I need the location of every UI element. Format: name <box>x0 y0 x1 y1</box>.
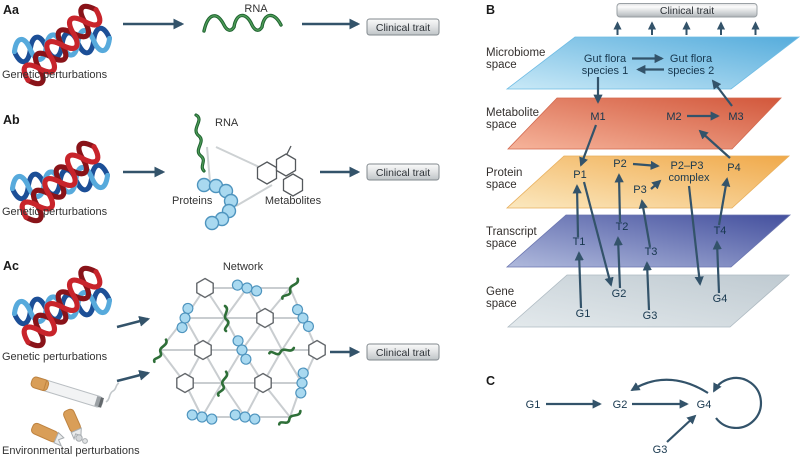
metabolite-node-icon <box>176 372 194 394</box>
gut-flora-1-label2: species 1 <box>582 65 628 77</box>
network-edge <box>201 382 223 418</box>
clinical-trait-label: Clinical trait <box>376 22 430 34</box>
dna-icon <box>13 264 111 350</box>
network-edge <box>221 382 246 418</box>
metabolite-node-icon <box>256 307 274 329</box>
node-p4: P4 <box>727 162 740 174</box>
environmental-perturbations-caption: Environmental perturbations <box>2 445 140 457</box>
clinical-trait-label: Clinical trait <box>376 347 430 359</box>
node-m2: M2 <box>666 111 681 123</box>
panel-b-arrows <box>572 53 733 311</box>
gene-space-label2: space <box>486 298 517 310</box>
metabolite-layer <box>507 97 782 150</box>
node-p2-p3-complex: P2–P3 <box>670 160 703 172</box>
metabolite-node-icon <box>194 339 212 361</box>
clinical-trait-box: Clinical trait <box>366 343 440 361</box>
gut-flora-1-label: Gut flora <box>584 53 627 65</box>
node-t3: T3 <box>645 246 658 258</box>
network-edge <box>224 287 248 319</box>
transcript-space-label: Transcript <box>486 226 537 238</box>
metabolite-space-label2: space <box>486 119 517 131</box>
connector-line <box>235 184 273 207</box>
panel-b: B Clinical trait Microbiome space Metabo… <box>486 3 800 328</box>
genetic-perturbations-caption: Genetic perturbations <box>2 69 108 81</box>
rna-label: RNA <box>244 3 268 15</box>
network-edge <box>281 317 304 351</box>
arrow-g3-g4 <box>666 414 697 443</box>
metabolite-space-label: Metabolite <box>486 107 539 119</box>
gut-flora-2-label: Gut flora <box>670 53 713 65</box>
node-t4: T4 <box>714 225 727 237</box>
node-g1: G1 <box>526 399 541 411</box>
microbiome-layer <box>505 36 800 90</box>
panel-c: C G1 G2 G4 G3 <box>486 374 763 456</box>
gene-space-label: Gene <box>486 286 514 298</box>
clinical-trait-bar: Clinical trait <box>616 3 758 18</box>
node-g2: G2 <box>613 399 628 411</box>
rna-label: RNA <box>215 117 239 129</box>
panel-b-nodes: Gut flora species 1 Gut flora species 2 … <box>573 53 744 322</box>
clinical-trait-label: Clinical trait <box>376 167 430 179</box>
metabolites-icon <box>256 145 304 197</box>
rna-icon <box>194 113 206 173</box>
clinical-trait-label: Clinical trait <box>660 5 714 17</box>
arrow <box>116 369 151 383</box>
gut-flora-2-label2: species 2 <box>668 65 714 77</box>
panel-c-label: C <box>486 374 495 388</box>
arrow <box>116 315 151 329</box>
panel-ab: Ab Genetic perturbations RNA Proteins <box>2 113 440 231</box>
clinical-trait-box: Clinical trait <box>366 18 440 36</box>
node-p1: P1 <box>573 169 586 181</box>
network-label: Network <box>223 261 264 273</box>
clinical-trait-box: Clinical trait <box>366 163 440 181</box>
node-g4: G4 <box>713 293 728 305</box>
node-g2: G2 <box>612 288 627 300</box>
protein-space-label: Protein <box>486 167 522 179</box>
metabolite-node-icon <box>308 339 326 361</box>
transcript-space-label2: space <box>486 238 517 250</box>
protein-layer <box>505 155 791 209</box>
panel-ab-label: Ab <box>3 113 20 127</box>
panel-ac: Ac Genetic perturbations <box>2 259 440 457</box>
node-g3: G3 <box>653 444 668 456</box>
proteins-icon <box>196 177 239 231</box>
rna-node-icon <box>280 277 302 302</box>
cigarette-icon <box>30 376 120 447</box>
panel-b-label: B <box>486 3 495 17</box>
smoke-wisp <box>105 382 120 403</box>
network-edge <box>281 349 303 384</box>
arrows-to-clinical-trait <box>613 21 760 35</box>
protein-node-icon <box>227 400 263 434</box>
proteins-label: Proteins <box>172 195 213 207</box>
node-p2-p3-complex2: complex <box>669 172 710 184</box>
node-m1: M1 <box>590 111 605 123</box>
genetic-perturbations-caption: Genetic perturbations <box>2 206 108 218</box>
node-p2: P2 <box>613 158 626 170</box>
panel-aa: Aa Genetic perturbations RNA Clinical tr… <box>2 2 440 88</box>
connector-line <box>206 146 211 183</box>
protein-node-icon <box>230 272 264 304</box>
network-diagram <box>152 272 326 434</box>
metabolites-label: Metabolites <box>265 195 322 207</box>
arrow-g4-g2-feedback <box>630 378 709 394</box>
node-m3: M3 <box>728 111 743 123</box>
genetic-perturbations-caption: Genetic perturbations <box>2 351 108 363</box>
protein-node-icon <box>184 400 220 434</box>
node-g4: G4 <box>697 399 712 411</box>
arrow-g4-self-loop <box>713 376 763 429</box>
microbiome-space-label: Microbiome <box>486 47 545 59</box>
node-g1: G1 <box>576 308 591 320</box>
protein-space-label2: space <box>486 179 517 191</box>
microbiome-space-label2: space <box>486 59 517 71</box>
node-t1: T1 <box>573 236 586 248</box>
node-g3: G3 <box>643 310 658 322</box>
node-t2: T2 <box>616 221 629 233</box>
metabolite-node-icon <box>196 277 214 299</box>
rna-icon <box>202 13 283 33</box>
panel-ac-label: Ac <box>3 259 19 273</box>
node-p3: P3 <box>633 184 646 196</box>
panel-aa-label: Aa <box>3 3 20 17</box>
metabolite-node-icon <box>254 372 272 394</box>
